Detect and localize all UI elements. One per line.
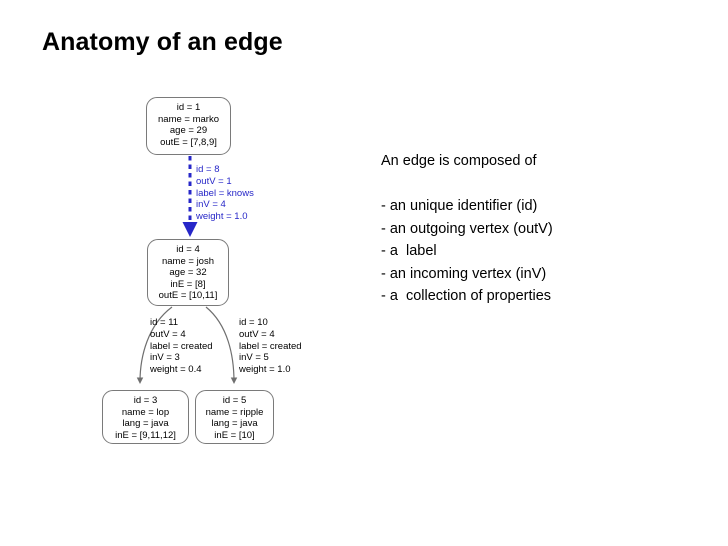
edge-label-created-lop: id = 11 outV = 4 label = created inV = 3… xyxy=(150,317,213,376)
vertex-property: name = josh xyxy=(161,255,215,267)
vertex-property: id = 4 xyxy=(176,244,200,255)
page-title: Anatomy of an edge xyxy=(42,28,283,56)
edge-property: id = 11 xyxy=(150,317,179,328)
vertex-property: id = 5 xyxy=(222,395,247,406)
vertex-property: inE = [8] xyxy=(170,278,206,290)
vertex-property: lang = java xyxy=(211,418,258,430)
description-line: - an incoming vertex (inV) xyxy=(381,265,547,282)
edge-property: outV = 4 xyxy=(239,328,275,340)
edge-property: label = created xyxy=(239,340,302,352)
vertex-josh[interactable]: id = 4 name = josh age = 32 inE = [8] ou… xyxy=(147,239,229,306)
edge-property: inV = 5 xyxy=(239,352,269,364)
edge-property: outV = 4 xyxy=(150,328,186,340)
vertex-property: name = ripple xyxy=(205,406,264,418)
graph-diagram: id = 1 name = marko age = 29 outE = [7,8… xyxy=(0,0,360,470)
vertex-property: age = 32 xyxy=(169,267,207,279)
description-line-spacer xyxy=(381,173,681,196)
vertex-property: id = 1 xyxy=(176,102,201,113)
edge-label-knows: id = 8 outV = 1 label = knows inV = 4 we… xyxy=(196,164,254,223)
edge-property: inV = 4 xyxy=(196,199,226,211)
vertex-property: id = 3 xyxy=(133,395,158,406)
vertex-property: age = 29 xyxy=(169,125,208,137)
edge-label-created-ripple: id = 10 outV = 4 label = created inV = 5… xyxy=(239,317,302,376)
vertex-property: inE = [10] xyxy=(214,429,255,441)
vertex-property: name = lop xyxy=(121,406,170,418)
description-block: An edge is composed of - an unique ident… xyxy=(381,150,681,308)
description-line: - an unique identifier (id) xyxy=(381,198,538,214)
edge-property: id = 10 xyxy=(239,317,268,328)
edge-created-ripple-line xyxy=(205,306,238,384)
description-line: - a collection of properties xyxy=(381,288,552,304)
edge-property: label = knows xyxy=(196,187,254,199)
vertex-property: outE = [10,11] xyxy=(158,290,218,302)
edge-property: inV = 3 xyxy=(150,352,180,364)
vertex-property: outE = [7,8,9] xyxy=(160,136,217,148)
graph-edges-layer xyxy=(136,156,238,384)
edge-created-lop-line xyxy=(136,306,173,384)
edge-property: id = 8 xyxy=(196,164,220,175)
vertex-lop[interactable]: id = 3 name = lop lang = java inE = [9,1… xyxy=(102,390,189,444)
vertex-property: inE = [9,11,12] xyxy=(115,429,176,441)
vertex-property: name = marko xyxy=(158,113,219,125)
description-line: An edge is composed of xyxy=(381,153,537,169)
edge-property: weight = 0.4 xyxy=(150,364,202,376)
edge-property: outV = 1 xyxy=(196,175,232,187)
vertex-property: lang = java xyxy=(122,418,169,430)
description-line: - an outgoing vertex (outV) xyxy=(381,220,553,237)
edge-property: weight = 1.0 xyxy=(196,211,248,223)
edge-property: weight = 1.0 xyxy=(239,364,291,376)
description-line: - a label xyxy=(381,243,437,259)
vertex-marko[interactable]: id = 1 name = marko age = 29 outE = [7,8… xyxy=(146,97,231,155)
edge-property: label = created xyxy=(150,340,213,352)
vertex-ripple[interactable]: id = 5 name = ripple lang = java inE = [… xyxy=(195,390,274,444)
